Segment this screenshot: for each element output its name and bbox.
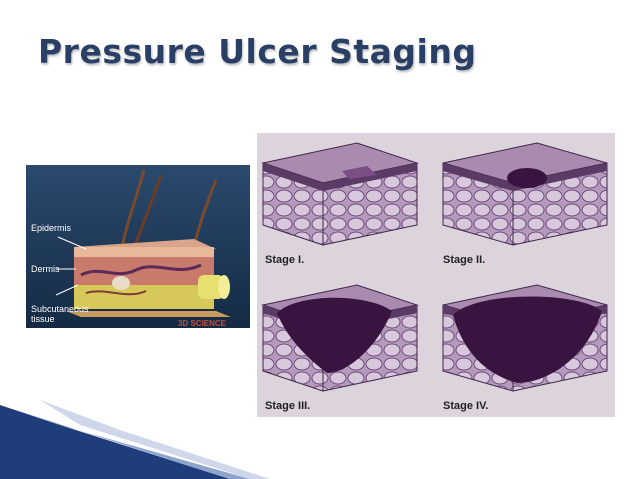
stage-3-block xyxy=(261,284,419,392)
stage-4-block xyxy=(442,284,608,392)
stage-1-label: Stage I. xyxy=(265,254,304,266)
skin-anatomy-figure: Epidermis Dermis Subcutaneous tissue 3D … xyxy=(26,165,250,328)
stage-1-block xyxy=(261,142,419,246)
decorative-swoosh xyxy=(0,400,270,479)
tissue-label: tissue xyxy=(31,314,55,324)
epidermis-label: Epidermis xyxy=(31,223,72,233)
stage-2-block xyxy=(442,142,608,246)
ulcer-stages-figure: Stage I. Stage II. Stage III. Stage xyxy=(257,133,615,417)
subcutaneous-label: Subcutaneous xyxy=(31,304,89,314)
stage-4-label: Stage IV. xyxy=(443,400,488,412)
dermis-label: Dermis xyxy=(31,264,60,274)
watermark-text: 3D SCIENCE xyxy=(178,319,227,328)
slide-title: Pressure Ulcer Staging xyxy=(38,32,477,71)
stage-2-label: Stage II. xyxy=(443,254,485,266)
stage-3-label: Stage III. xyxy=(265,400,310,412)
